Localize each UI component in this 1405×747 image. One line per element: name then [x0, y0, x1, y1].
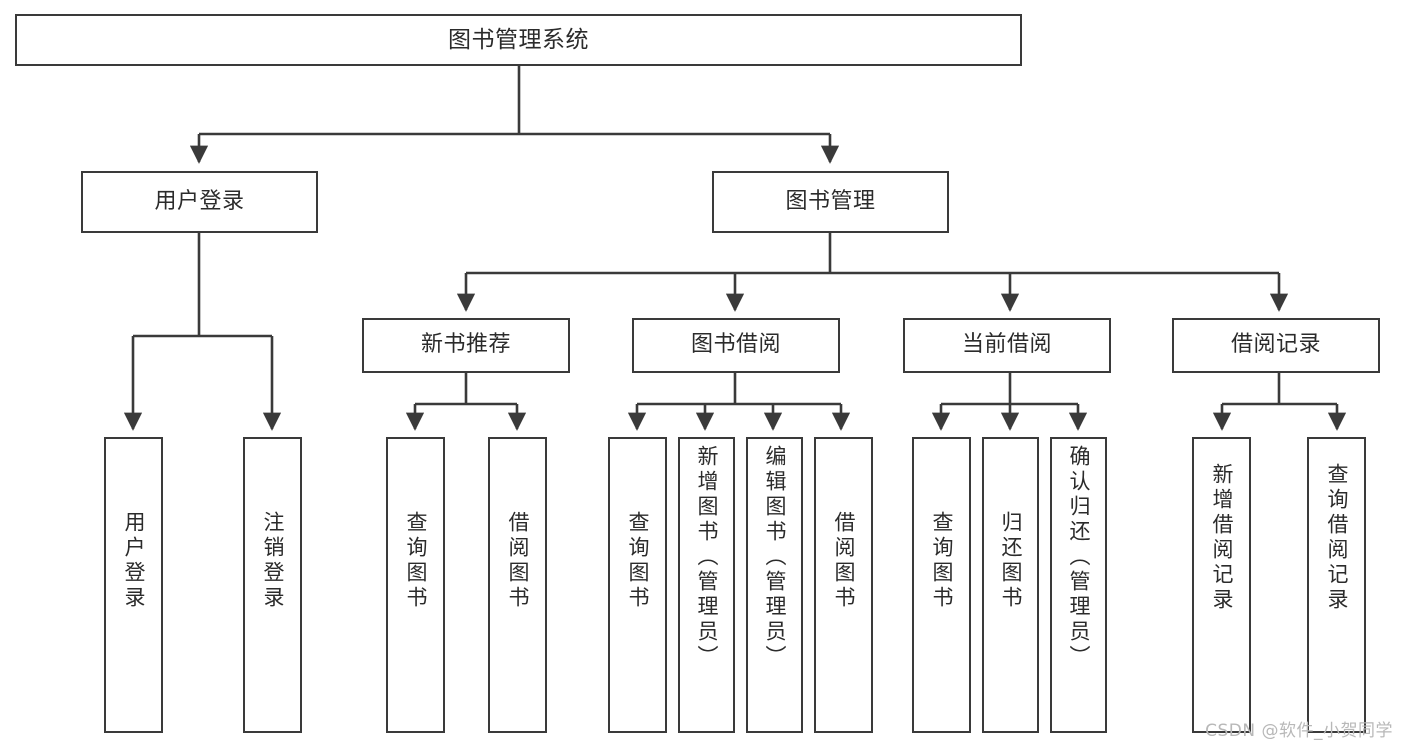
node-root-book-management-system[interactable]: 图书管理系统	[15, 14, 1022, 66]
node-label: 新增图书（管理员）	[695, 445, 719, 670]
node-label: 图书管理	[785, 188, 876, 214]
watermark-text: CSDN @软件_小贺同学	[1205, 721, 1393, 741]
leaf-borrow-record-query-record[interactable]: 查询借阅记录	[1307, 437, 1366, 733]
leaf-new-book-borrow-book[interactable]: 借阅图书	[488, 437, 547, 733]
node-label: 确认归还（管理员）	[1067, 445, 1091, 670]
node-label: 查询图书	[930, 511, 954, 611]
node-book-management[interactable]: 图书管理	[712, 171, 949, 233]
node-user-login[interactable]: 用户登录	[81, 171, 318, 233]
leaf-current-borrow-query-book[interactable]: 查询图书	[912, 437, 971, 733]
node-label: 新增借阅记录	[1210, 463, 1234, 613]
leaf-current-borrow-confirm-return-admin[interactable]: 确认归还（管理员）	[1050, 437, 1107, 733]
leaf-new-book-query-book[interactable]: 查询图书	[386, 437, 445, 733]
node-label: 查询图书	[404, 511, 428, 611]
leaf-book-borrow-borrow-book[interactable]: 借阅图书	[814, 437, 873, 733]
leaf-book-borrow-edit-book-admin[interactable]: 编辑图书（管理员）	[746, 437, 803, 733]
node-label: 新书推荐	[420, 332, 511, 358]
node-label: 图书借阅	[690, 332, 781, 358]
node-label: 图书管理系统	[448, 26, 589, 53]
leaf-current-borrow-return-book[interactable]: 归还图书	[982, 437, 1039, 733]
node-label: 借阅图书	[832, 511, 856, 611]
leaf-borrow-record-add-record[interactable]: 新增借阅记录	[1192, 437, 1251, 733]
node-label: 用户登录	[154, 188, 245, 214]
node-label: 查询借阅记录	[1325, 463, 1349, 613]
node-borrow-record[interactable]: 借阅记录	[1172, 318, 1380, 373]
leaf-book-borrow-add-book-admin[interactable]: 新增图书（管理员）	[678, 437, 735, 733]
leaf-user-login-login[interactable]: 用户登录	[104, 437, 163, 733]
node-current-borrow[interactable]: 当前借阅	[903, 318, 1111, 373]
node-label: 当前借阅	[961, 332, 1052, 358]
node-label: 注销登录	[261, 511, 285, 611]
node-label: 借阅记录	[1230, 332, 1321, 358]
node-label: 编辑图书（管理员）	[763, 445, 787, 670]
leaf-user-login-logout[interactable]: 注销登录	[243, 437, 302, 733]
leaf-book-borrow-query-book[interactable]: 查询图书	[608, 437, 667, 733]
node-new-book-recommend[interactable]: 新书推荐	[362, 318, 570, 373]
node-label: 查询图书	[626, 511, 650, 611]
node-label: 归还图书	[999, 511, 1023, 611]
node-book-borrow[interactable]: 图书借阅	[632, 318, 840, 373]
node-label: 用户登录	[122, 511, 146, 611]
node-label: 借阅图书	[506, 511, 530, 611]
